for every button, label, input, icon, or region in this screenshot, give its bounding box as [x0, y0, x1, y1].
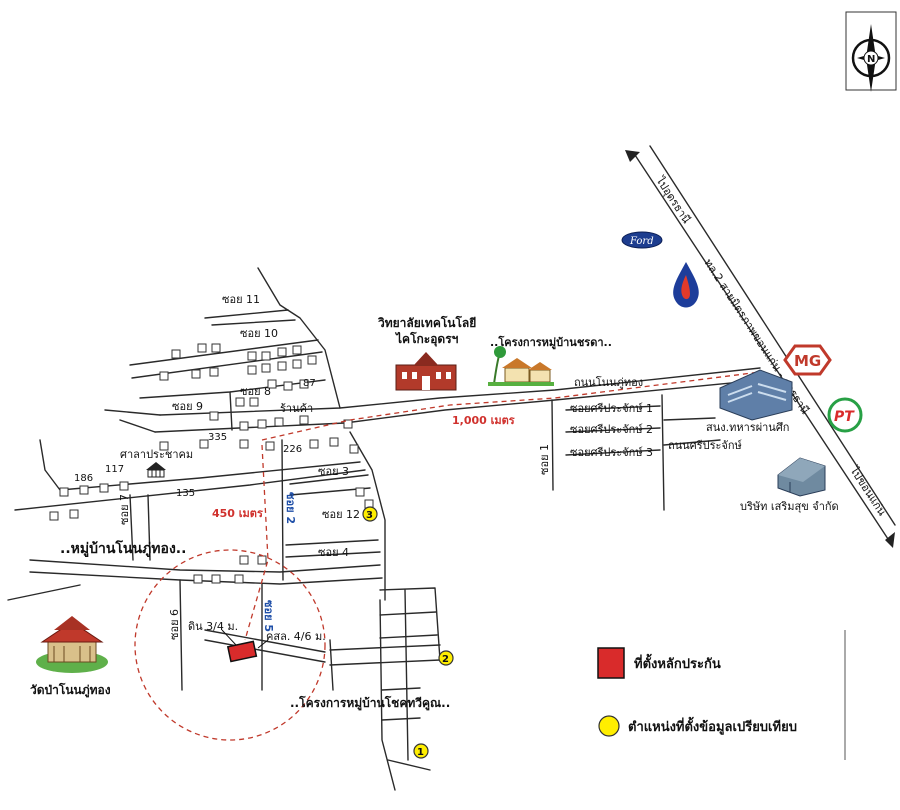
- house-number-135: 135: [176, 488, 195, 499]
- house-number-87: 87: [303, 378, 316, 389]
- label-soi-10: ซอย 10: [240, 327, 278, 340]
- label-college-2: ไคโกะอุดรฯ: [394, 331, 459, 347]
- label-soi-11: ซอย 11: [222, 293, 260, 306]
- pt-station-logo: PT: [827, 397, 863, 433]
- label-soi-3: ซอย 3: [318, 465, 349, 478]
- houses: [49, 343, 374, 584]
- label-college-1: วิทยาลัยเทคโนโลยี: [378, 315, 477, 330]
- label-sri-1: ซอยศรีประจักษ์ 1: [570, 402, 653, 415]
- legend-comparable: ตำแหน่งที่ตั้งข้อมูลเปรียบเทียบ: [598, 715, 797, 737]
- comparable-marker-2: 2: [438, 650, 454, 666]
- legend-comparable-label: ตำแหน่งที่ตั้งข้อมูลเปรียบเทียบ: [628, 716, 797, 735]
- label-concrete-road: คสล. 4/6 ม.: [266, 630, 326, 643]
- west-roads: [7, 267, 441, 791]
- temple-icon: [36, 616, 108, 673]
- legend-collateral-label: ที่ตั้งหลักประกัน: [634, 653, 721, 672]
- house-number-117: 117: [105, 464, 124, 475]
- label-company: บริษัท เสริมสุข จำกัด: [740, 500, 839, 513]
- svg-text:PT: PT: [834, 409, 855, 425]
- village-houses-icon: [488, 346, 554, 386]
- legend: ที่ตั้งหลักประกัน ตำแหน่งที่ตั้งข้อมูลเป…: [597, 630, 846, 760]
- office-building-icon: [719, 369, 793, 421]
- label-soi-5: ซอย 5: [262, 600, 275, 632]
- label-soi-7: ซอย 7: [118, 494, 131, 525]
- distance-1000m: 1,000 เมตร: [452, 414, 515, 427]
- label-land-road: ดิน 3/4 ม.: [188, 620, 238, 633]
- label-sala: ศาลาประชาคม: [120, 448, 193, 461]
- label-village-chok: ..โครงการหมู่บ้านโชคทวีคูณ..: [290, 695, 450, 711]
- svg-text:MG: MG: [794, 352, 821, 370]
- label-soi-12: ซอย 12: [322, 508, 360, 521]
- svg-text:Ford: Ford: [629, 236, 654, 247]
- label-shop: ร้านค้า: [280, 402, 313, 415]
- company-landmark: บริษัท เสริมสุข จำกัด: [740, 457, 839, 513]
- label-village-main: ..หมู่บ้านโนนภู่ทอง..: [60, 539, 186, 557]
- legend-collateral-swatch: [597, 647, 625, 679]
- label-village-chada: ..โครงการหมู่บ้านชรดา..: [490, 335, 612, 350]
- label-sri-3: ซอยศรีประจักษ์ 3: [570, 446, 653, 459]
- house-number-186: 186: [74, 473, 93, 484]
- military-office-landmark: สนง.ทหารผ่านศึก: [706, 369, 793, 434]
- legend-comparable-swatch: [598, 715, 620, 737]
- east-roads: [551, 394, 721, 511]
- distance-lines: 1,000 เมตร 450 เมตร: [134, 371, 761, 741]
- label-soi-8: ซอย 8: [240, 385, 271, 398]
- collateral-marker: ดิน 3/4 ม. คสล. 4/6 ม.: [188, 620, 326, 663]
- label-soi-2: ซอย 2: [284, 492, 297, 524]
- label-sri-2: ซอยศรีประจักษ์ 2: [570, 423, 653, 436]
- ford-logo: Ford: [621, 231, 663, 249]
- label-sri-road: ถนนศรีประจักษ์: [668, 439, 742, 452]
- comparable-markers: 3 2 1: [362, 506, 454, 759]
- distance-450m: 450 เมตร: [212, 507, 263, 520]
- label-soi-4: ซอย 4: [318, 546, 349, 559]
- house-numbers: 87 335 226 186 117 135: [74, 378, 316, 499]
- compass: N: [845, 11, 897, 92]
- label-soi-1: ซอย 1: [538, 444, 551, 475]
- label-main-road: ถนนโนนภู่ทอง: [574, 375, 643, 389]
- label-military-office: สนง.ทหารผ่านศึก: [706, 421, 789, 434]
- mg-logo: MG: [783, 344, 832, 376]
- main-road: ถนนโนนภู่ทอง: [154, 367, 763, 433]
- house-number-226: 226: [283, 444, 302, 455]
- label-temple: วัดป่าโนนภู่ทอง: [30, 682, 111, 698]
- comparable-marker-1: 1: [413, 743, 429, 759]
- college-landmark: วิทยาลัยเทคโนโลยี ไคโกะอุดรฯ: [378, 315, 477, 391]
- svg-text:1: 1: [417, 747, 424, 758]
- legend-collateral: ที่ตั้งหลักประกัน: [597, 647, 721, 679]
- pt-fuel-logo: [673, 262, 699, 308]
- temple-landmark: วัดป่าโนนภู่ทอง: [30, 616, 111, 698]
- label-soi-9: ซอย 9: [172, 400, 203, 413]
- compass-letter: N: [867, 54, 875, 65]
- label-soi-6: ซอย 6: [168, 609, 181, 640]
- svg-text:2: 2: [442, 654, 449, 665]
- warehouse-icon: [777, 457, 826, 497]
- house-number-335: 335: [208, 432, 227, 443]
- sala-building-icon: [146, 462, 166, 478]
- comparable-marker-3: 3: [362, 506, 378, 522]
- chada-village-landmark: ..โครงการหมู่บ้านชรดา..: [488, 335, 612, 386]
- svg-text:3: 3: [366, 510, 373, 521]
- highway: ไปอุดรธานี ทล.2 สายมิตรภาพขอนแก่น - อุดร…: [625, 145, 896, 548]
- college-building-icon: [395, 352, 457, 391]
- road-labels: ซอย 11 ซอย 10 ซอย 8 ซอย 9 ซอย 3 ซอย 12 ซ…: [118, 293, 742, 640]
- label-to-khonkaen: ไปขอนแก่น: [847, 464, 889, 519]
